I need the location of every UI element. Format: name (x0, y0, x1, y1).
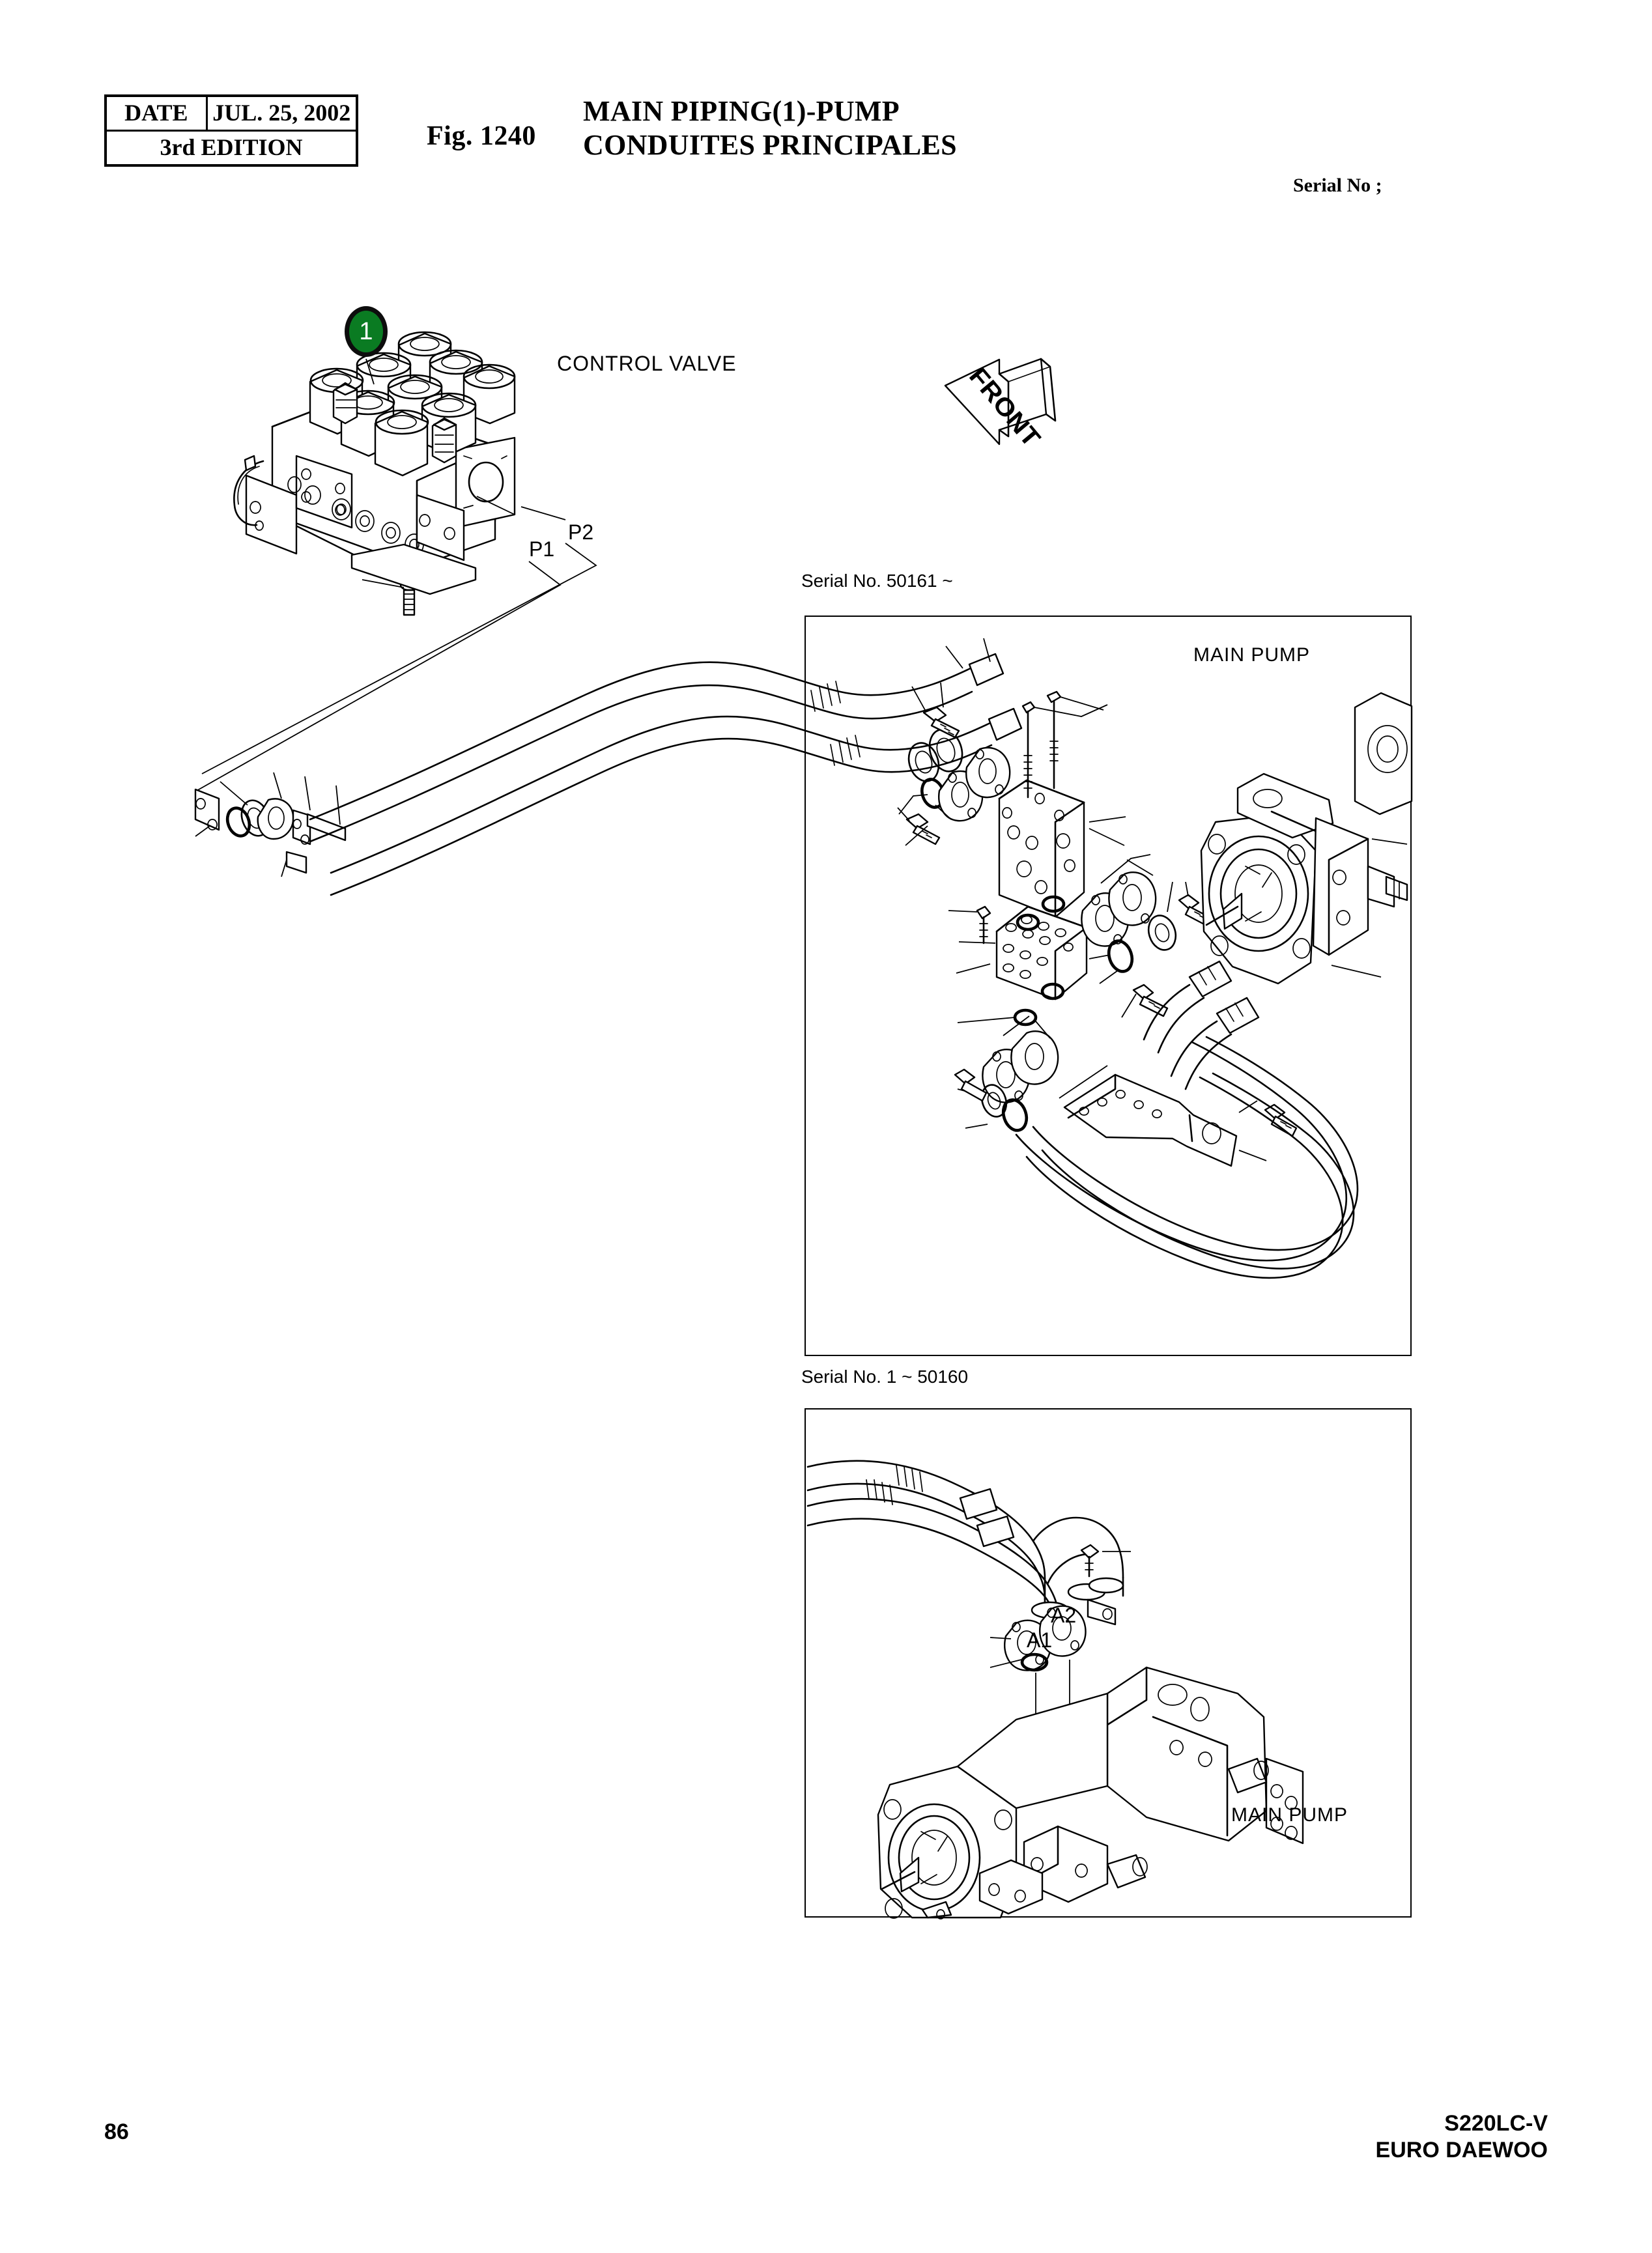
pump-outlet-hoses (1143, 960, 1260, 1090)
title-english: MAIN PIPING(1)-PUMP (583, 95, 900, 127)
lower-variant-drawing (806, 1460, 1304, 1920)
flange-cluster-right (1081, 854, 1177, 984)
relief-valve (332, 382, 358, 425)
label-port-a2: A2 (1051, 1604, 1077, 1627)
valve-block-top (998, 779, 1126, 918)
bolt-small (922, 706, 960, 739)
bolt-left (948, 905, 991, 944)
label-port-p2: P2 (568, 520, 594, 544)
label-port-a1: A1 (1027, 1628, 1053, 1652)
p1-p2-leaders (195, 496, 597, 792)
valve-block-lower (956, 905, 1088, 1000)
label-main-pump-upper: MAIN PUMP (1193, 644, 1311, 666)
footer-identification: S220LC-V EURO DAEWOO (1376, 2110, 1548, 2164)
main-hoses (309, 638, 1023, 896)
date-label: DATE (107, 97, 208, 130)
pump-flange-pair (990, 1598, 1117, 1672)
flange-cluster-lower-left (954, 1015, 1059, 1132)
callout-balloon-1[interactable]: 1 (345, 306, 388, 357)
bolt-small-2 (905, 813, 941, 845)
label-main-pump-lower: MAIN PUMP (1231, 1804, 1348, 1826)
date-value: JUL. 25, 2002 (212, 100, 351, 126)
long-studs (1021, 690, 1108, 799)
upper-variant-drawing (897, 682, 1413, 1279)
revision-box: DATE JUL. 25, 2002 3rd EDITION (104, 94, 358, 167)
o-rings (957, 895, 1066, 1027)
main-pump-upper (1200, 692, 1413, 985)
panel-serial-50161-up (805, 616, 1412, 1356)
main-pump-lower (877, 1666, 1304, 1920)
page-number: 86 (104, 2119, 129, 2144)
label-control-valve: CONTROL VALVE (557, 352, 737, 375)
title-french: CONDUITES PRINCIPALES (583, 128, 957, 161)
panel-serial-1-50160 (805, 1408, 1412, 1918)
serial-no-field: Serial No ; (1293, 175, 1382, 196)
control-valve-assembly (233, 331, 516, 616)
caption-panel-upper: Serial No. 50161 ~ (801, 571, 953, 591)
label-port-p1: P1 (529, 537, 555, 561)
company-name: EURO DAEWOO (1375, 2138, 1548, 2163)
caption-panel-lower: Serial No. 1 ~ 50160 (801, 1367, 969, 1387)
flange-seal-stack-upper (897, 682, 1011, 846)
model-code: S220LC-V (1444, 2111, 1548, 2136)
mount-bracket (1059, 1065, 1298, 1167)
left-flange-cluster (194, 772, 347, 877)
edition-value: 3rd EDITION (160, 134, 303, 160)
center-fitting (431, 417, 457, 464)
return-loop-hoses (1015, 1036, 1359, 1279)
page-title: MAIN PIPING(1)-PUMP CONDUITES PRINCIPALE… (583, 94, 957, 162)
callout-1-leader (365, 358, 375, 385)
bolt-lower-panel (1080, 1544, 1131, 1578)
figure-number: Fig. 1240 (427, 121, 536, 151)
front-arrow-icon: FRONT (944, 358, 1057, 453)
